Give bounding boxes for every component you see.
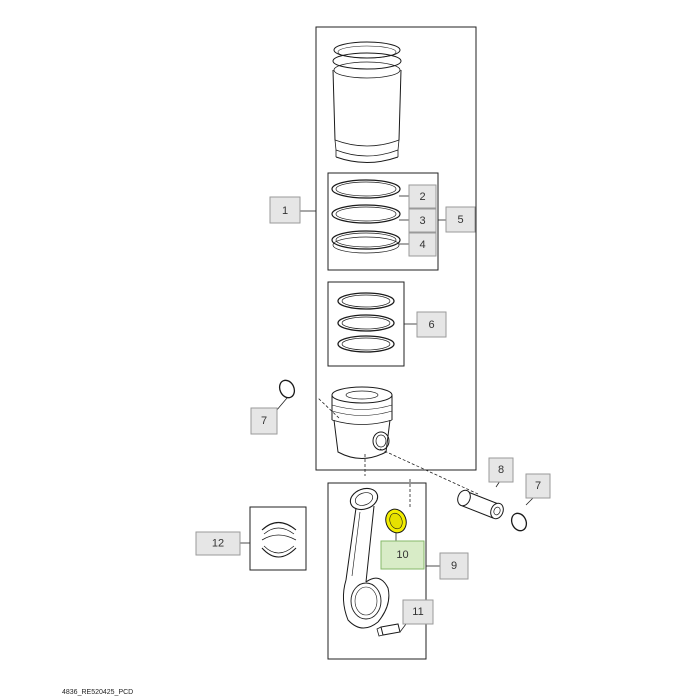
image-reference-code: 4836_RE520425_PCD bbox=[62, 689, 133, 696]
callout-9-label: 9 bbox=[451, 560, 457, 572]
cylinder-liner[interactable] bbox=[332, 41, 402, 163]
callout-2[interactable]: 2 bbox=[408, 184, 437, 209]
ring-set-box bbox=[327, 172, 439, 271]
piston-pin-retainer-right[interactable] bbox=[509, 511, 529, 533]
connecting-rod-box bbox=[327, 482, 427, 660]
callout-8[interactable]: 8 bbox=[488, 457, 514, 483]
bearing-box bbox=[249, 506, 307, 571]
callout-10[interactable]: 10 bbox=[380, 540, 425, 570]
packing-ring-box bbox=[327, 281, 405, 367]
piston-pin[interactable] bbox=[455, 488, 505, 520]
connecting-rod-bearing[interactable] bbox=[261, 521, 297, 558]
callout-11[interactable]: 11 bbox=[402, 599, 434, 625]
piston[interactable] bbox=[331, 386, 393, 459]
callout-6[interactable]: 6 bbox=[416, 311, 447, 338]
oil-control-ring[interactable] bbox=[331, 230, 401, 254]
callout-8-label: 8 bbox=[498, 464, 504, 476]
callout-7-left[interactable]: 7 bbox=[250, 407, 278, 435]
connecting-rod[interactable] bbox=[342, 485, 390, 629]
callout-12-label: 12 bbox=[212, 537, 224, 549]
callout-1-label: 1 bbox=[282, 205, 288, 217]
callout-11-label: 11 bbox=[412, 606, 423, 618]
leader-lines bbox=[240, 195, 534, 633]
callout-9[interactable]: 9 bbox=[439, 552, 469, 580]
callout-5-label: 5 bbox=[457, 214, 463, 226]
callout-4-label: 4 bbox=[419, 239, 425, 251]
callout-2-label: 2 bbox=[419, 191, 425, 203]
second-compression-ring[interactable] bbox=[331, 204, 401, 224]
callout-6-label: 6 bbox=[428, 319, 434, 331]
callout-7-right-label: 7 bbox=[535, 480, 541, 492]
callout-5[interactable]: 5 bbox=[445, 206, 476, 233]
callout-7-right[interactable]: 7 bbox=[525, 473, 551, 499]
top-compression-ring[interactable] bbox=[331, 179, 401, 199]
callout-12[interactable]: 12 bbox=[195, 531, 241, 556]
callout-10-label: 10 bbox=[396, 549, 408, 561]
piston-pin-retainer-left[interactable] bbox=[277, 378, 297, 400]
packing-rings[interactable] bbox=[337, 292, 395, 353]
liner-assembly-box bbox=[315, 26, 477, 471]
callout-1[interactable]: 1 bbox=[269, 196, 301, 224]
callout-3-label: 3 bbox=[419, 215, 425, 227]
piston-pin-bushing[interactable] bbox=[382, 506, 409, 535]
callout-4[interactable]: 4 bbox=[408, 232, 437, 257]
connecting-rod-bolt[interactable] bbox=[376, 623, 401, 637]
callout-7-left-label: 7 bbox=[261, 415, 267, 427]
callout-3[interactable]: 3 bbox=[408, 208, 437, 233]
